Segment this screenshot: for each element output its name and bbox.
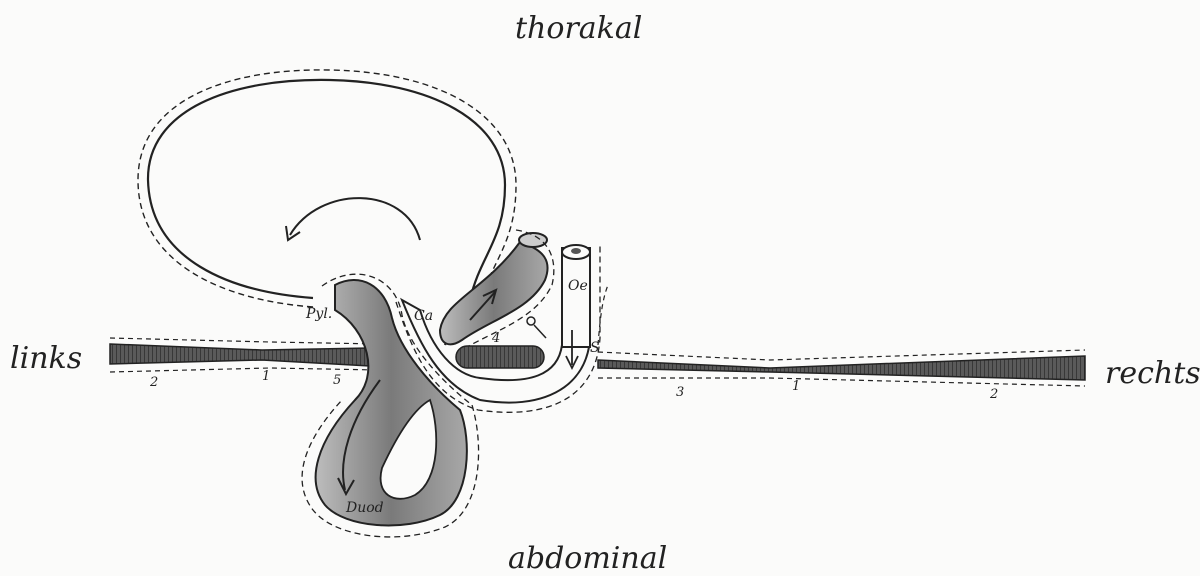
label-thorakal: thorakal	[515, 11, 642, 46]
segment-number-center: 4	[491, 331, 500, 346]
rotation-arrow	[286, 198, 420, 240]
label-rechts: rechts	[1105, 356, 1200, 391]
segment-number-left-1: 2	[149, 375, 158, 390]
segment-number-left-3: 5	[333, 373, 341, 388]
segment-number-left-2: 1	[262, 369, 270, 384]
label-links: links	[10, 341, 82, 376]
label-oesophagus: Oe	[568, 278, 588, 294]
label-cardia: Ca	[414, 308, 433, 324]
label-abdominal: abdominal	[508, 541, 667, 576]
segment-number-right-3: 2	[989, 387, 998, 402]
right-mesentery-band	[598, 285, 1085, 386]
segment-number-right-1: 3	[676, 385, 684, 400]
label-pylorus: Pyl.	[305, 306, 332, 322]
segment-4-block	[456, 346, 544, 368]
segment-number-right-2: 1	[792, 379, 800, 394]
left-mesentery-band	[110, 338, 379, 372]
label-duodenum: Duod	[345, 500, 384, 516]
pin-marker	[527, 317, 546, 338]
label-s-marker: S	[590, 340, 600, 356]
